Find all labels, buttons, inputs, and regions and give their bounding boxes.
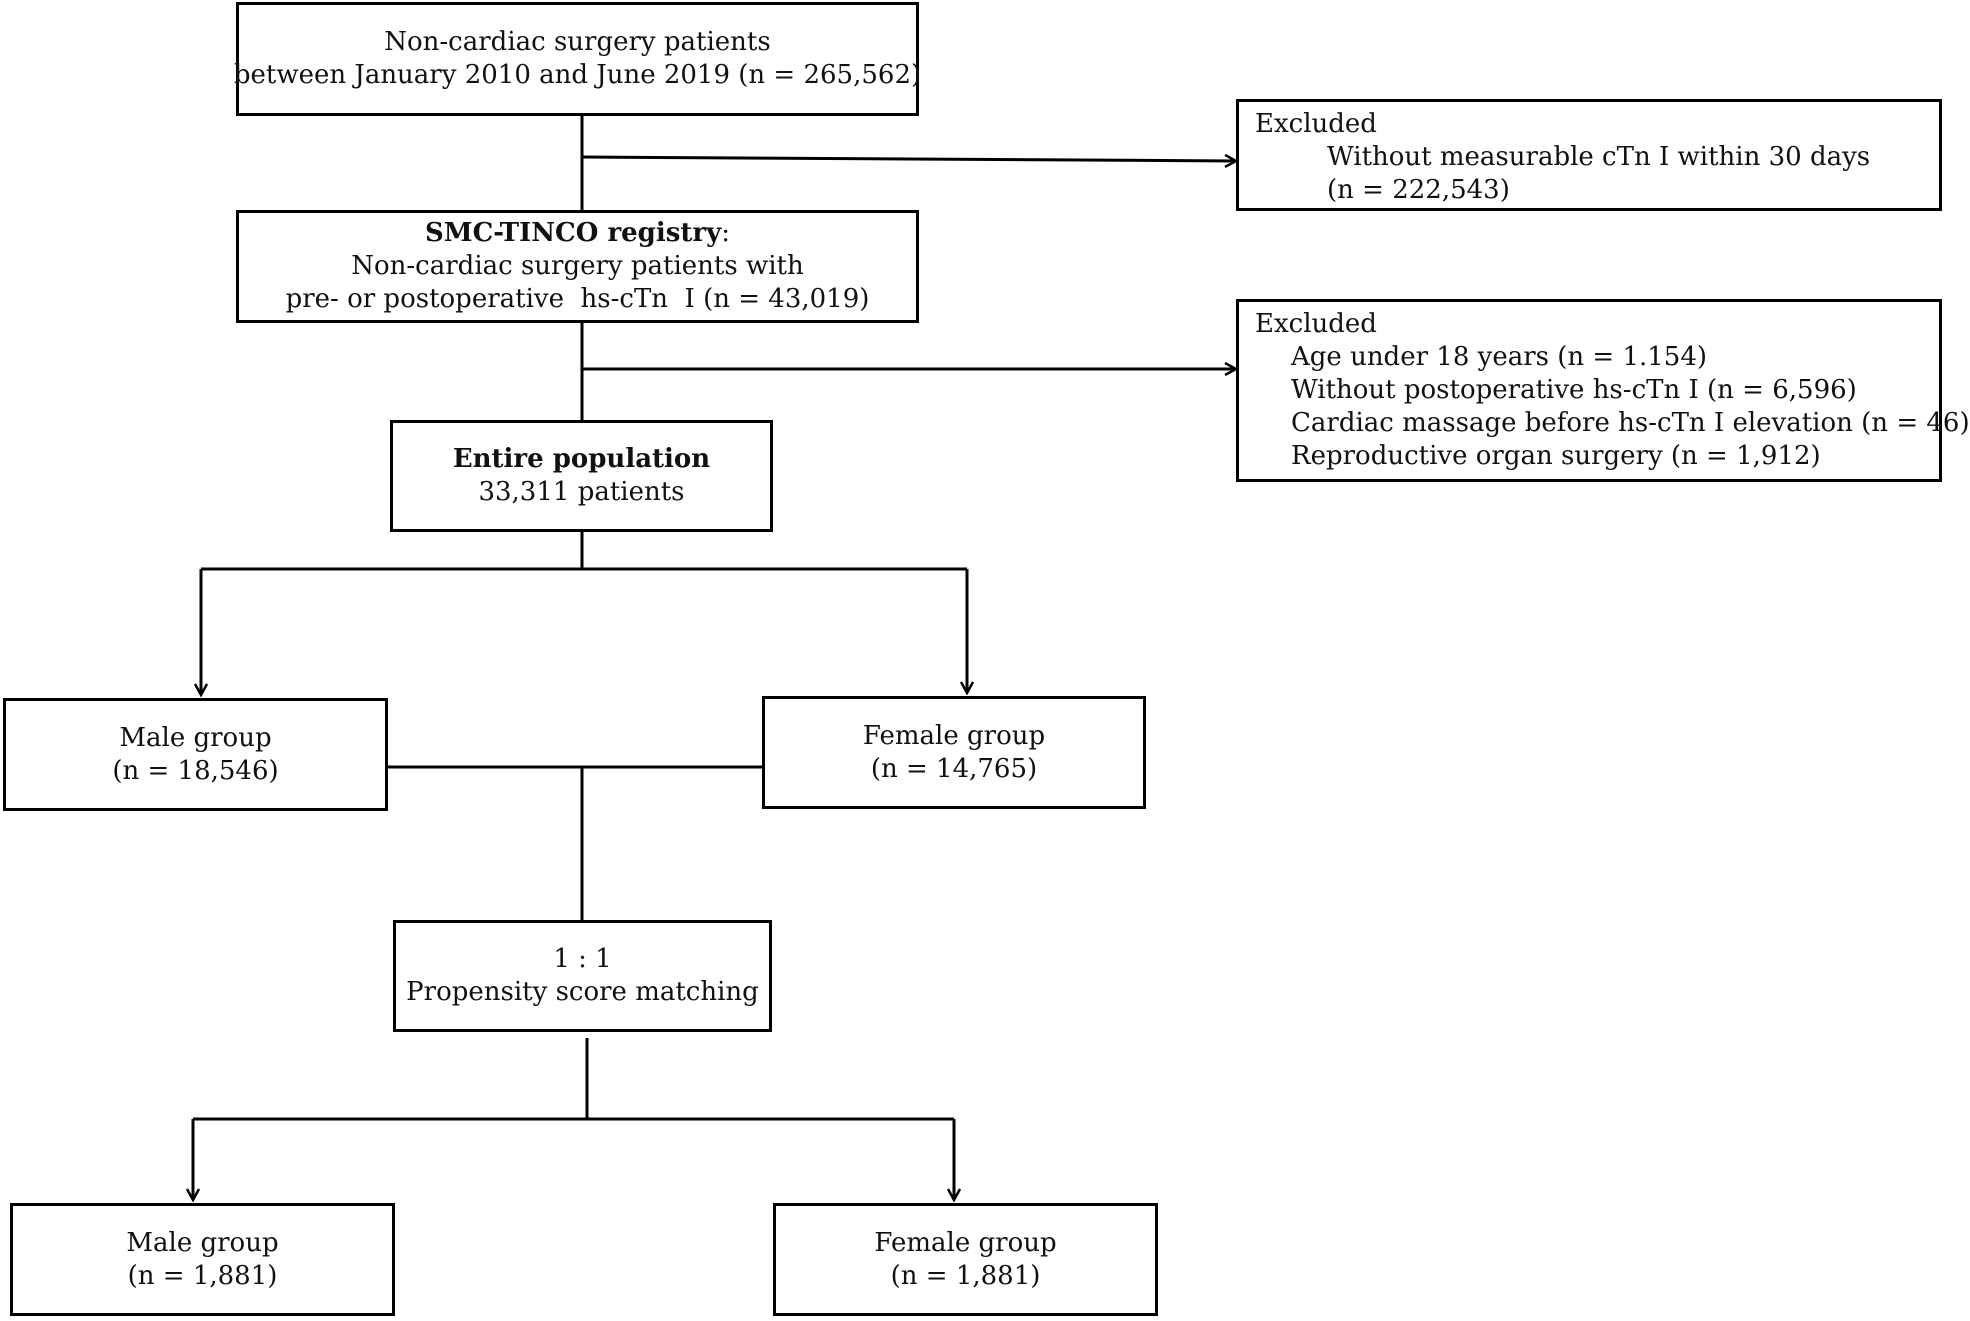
male-group-box: Male group (n = 18,546)	[3, 698, 388, 811]
entire-population-box: Entire population 33,311 patients	[390, 420, 773, 532]
entire-count: 33,311 patients	[478, 477, 685, 507]
exclusion2-item: Age under 18 years (n = 1.154)	[1291, 342, 1708, 372]
matched-male-label: Male group	[126, 1227, 279, 1258]
exclusion2-item: Without postoperative hs-cTn I (n = 6,59…	[1291, 375, 1857, 405]
registry-line-3: pre- or postoperative hs-cTn I (n = 43,0…	[285, 284, 870, 314]
registry-colon: :	[721, 218, 730, 248]
matched-female-n: (n = 1,881)	[890, 1260, 1041, 1291]
exclusion-box-1: Excluded Without measurable cTn I within…	[1236, 99, 1942, 211]
registry-name: SMC-TINCO registry	[425, 218, 722, 248]
matched-male-box: Male group (n = 1,881)	[10, 1203, 395, 1316]
exclusion1-arrow	[581, 157, 1236, 161]
entire-title: Entire population	[452, 444, 711, 474]
exclusion1-line-2: (n = 222,543)	[1327, 175, 1510, 205]
male-group-label: Male group	[119, 722, 272, 753]
registry-box: SMC-TINCO registry: Non-cardiac surgery …	[236, 210, 919, 323]
matched-female-label: Female group	[874, 1227, 1057, 1258]
exclusion2-item: Reproductive organ surgery (n = 1,912)	[1291, 441, 1821, 471]
start-line-1: Non-cardiac surgery patients	[384, 27, 771, 57]
exclusion1-line-1: Without measurable cTn I within 30 days	[1327, 142, 1871, 172]
matching-ratio: 1 : 1	[553, 944, 612, 974]
female-group-box: Female group (n = 14,765)	[762, 696, 1146, 809]
exclusion-box-2: Excluded Age under 18 years (n = 1.154) …	[1236, 299, 1970, 482]
start-box: Non-cardiac surgery patients between Jan…	[233, 2, 922, 116]
matching-label: Propensity score matching	[406, 977, 759, 1007]
registry-line-2: Non-cardiac surgery patients with	[351, 251, 804, 281]
exclusion2-item: Cardiac massage before hs-cTn I elevatio…	[1291, 408, 1970, 438]
start-line-2: between January 2010 and June 2019 (n = …	[233, 60, 922, 90]
female-group-label: Female group	[862, 720, 1046, 751]
exclusion2-heading: Excluded	[1255, 309, 1377, 339]
male-group-n: (n = 18,546)	[112, 755, 279, 786]
matched-female-box: Female group (n = 1,881)	[773, 1203, 1158, 1316]
registry-title: SMC-TINCO registry:	[425, 217, 730, 250]
exclusion1-heading: Excluded	[1255, 109, 1377, 139]
matching-box: 1 : 1 Propensity score matching	[393, 920, 772, 1032]
matched-male-n: (n = 1,881)	[127, 1260, 278, 1291]
female-group-n: (n = 14,765)	[870, 753, 1038, 784]
